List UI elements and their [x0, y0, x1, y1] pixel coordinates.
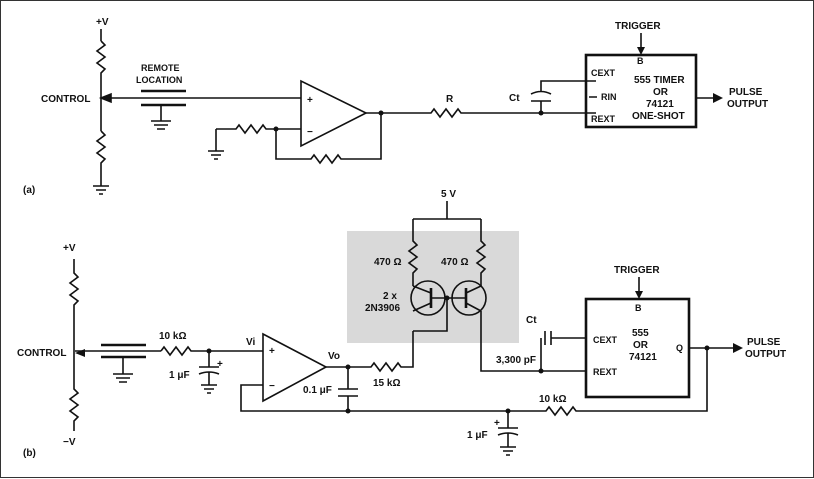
a-output-arrow	[713, 93, 723, 103]
b-timer-1: 555	[632, 328, 649, 339]
a-resistor-r	[366, 107, 586, 119]
a-wiper-arrow	[98, 92, 112, 104]
a-ct-label: Ct	[509, 93, 520, 104]
a-cable-shield	[141, 89, 186, 107]
b-transistor-1-label: 2 x	[383, 291, 397, 302]
a-output-1: PULSE	[729, 87, 763, 98]
b-transistor-leads	[412, 285, 482, 312]
a-cap-ct	[530, 80, 586, 113]
b-input-cap	[198, 351, 220, 394]
a-timer-3: 74121	[646, 99, 674, 110]
a-junction-1	[273, 126, 279, 132]
a-pot-ground	[93, 185, 109, 195]
b-output-resistor	[326, 331, 414, 373]
a-remote-1: REMOTE	[141, 63, 180, 73]
b-trigger-label: TRIGGER	[614, 265, 660, 276]
b-5v-label: 5 V	[441, 189, 456, 200]
b-ct-label: Ct	[526, 315, 537, 326]
b-trigger-pin: B	[635, 303, 642, 313]
b-c-feedback-label: 1 μF	[467, 430, 488, 441]
a-pin-rext: REXT	[591, 114, 616, 124]
a-opamp	[300, 79, 368, 148]
a-panel-label: (a)	[23, 185, 35, 196]
a-timer-pins	[587, 80, 597, 114]
b-opamp-plus: +	[269, 346, 275, 357]
a-pin-cext: CEXT	[591, 68, 616, 78]
b-vo-label: Vo	[328, 351, 340, 362]
b-output-arrow	[733, 343, 743, 353]
a-trigger-label: TRIGGER	[615, 21, 661, 32]
b-junction-fb	[345, 408, 351, 414]
b-control-label: CONTROL	[17, 348, 66, 359]
b-opamp	[262, 332, 328, 403]
b-cap-ct	[540, 331, 586, 371]
a-trigger-arrow	[637, 47, 645, 55]
b-timer-3: 74121	[629, 352, 657, 363]
circuit-b: +V −V CONTROL 10 kΩ 1 μF + Vi + − Vo 15 …	[17, 189, 786, 459]
b-pin-cext: CEXT	[593, 335, 618, 345]
a-pot-upper	[95, 29, 107, 96]
b-pin-rext: REXT	[593, 367, 618, 377]
b-feedback-resistor	[501, 348, 708, 417]
b-panel-label: (b)	[23, 448, 36, 459]
b-pot-lower	[68, 353, 80, 431]
b-feedback-wire	[240, 384, 501, 412]
a-timer-2: OR	[653, 87, 669, 98]
b-junction-base	[444, 295, 450, 301]
b-r-output-label: 15 kΩ	[373, 378, 400, 389]
a-pot-lower	[95, 96, 107, 186]
b-c-output-label: 0.1 μF	[303, 385, 332, 396]
b-ct-value: 3,300 pF	[496, 355, 536, 366]
a-control-label: CONTROL	[41, 94, 90, 105]
b-supply-neg: −V	[63, 437, 76, 448]
b-output-2: OUTPUT	[745, 349, 786, 360]
a-remote-2: LOCATION	[136, 75, 182, 85]
a-supply-label: +V	[96, 17, 109, 28]
b-trigger-arrow	[635, 291, 643, 299]
b-c-input-label: 1 μF	[169, 370, 190, 381]
b-pot-upper	[68, 259, 80, 353]
b-r-input-label: 10 kΩ	[159, 331, 186, 342]
b-470-resistors	[407, 201, 487, 286]
a-input-resistor	[216, 123, 301, 135]
b-c-feedback-plus: +	[494, 418, 500, 429]
b-shaded-region	[347, 231, 519, 343]
a-opamp-plus: +	[307, 95, 313, 106]
b-transistor-wires	[413, 298, 586, 372]
b-r-right-label: 470 Ω	[441, 257, 468, 268]
a-feedback-resistor	[275, 113, 382, 165]
b-r-feedback-label: 10 kΩ	[539, 394, 566, 405]
b-opamp-minus: −	[269, 381, 275, 392]
a-r-label: R	[446, 94, 454, 105]
a-cable-ground	[151, 105, 171, 130]
b-output-cap	[338, 367, 358, 411]
b-pin-q: Q	[676, 343, 683, 353]
b-vi-label: Vi	[246, 337, 255, 348]
b-cable-ground	[113, 357, 133, 383]
a-output-2: OUTPUT	[727, 99, 768, 110]
a-pin-rin: RIN	[601, 92, 617, 102]
b-transistor-2-label: 2N3906	[365, 303, 400, 314]
b-input-resistor	[160, 345, 263, 357]
b-supply-pos: +V	[63, 243, 76, 254]
b-feedback-cap	[497, 411, 519, 456]
a-trigger-pin: B	[637, 56, 644, 66]
a-input-ground	[208, 129, 224, 160]
b-r-left-label: 470 Ω	[374, 257, 401, 268]
a-opamp-minus: −	[307, 127, 313, 138]
a-timer-4: ONE-SHOT	[632, 111, 685, 122]
b-timer-2: OR	[633, 340, 649, 351]
circuit-a: +V CONTROL REMOTE LOCATION + − R Ct CEXT	[23, 17, 768, 196]
b-junction-ct	[538, 368, 544, 374]
b-c-input-plus: +	[217, 359, 223, 370]
b-output-1: PULSE	[747, 337, 781, 348]
a-timer-1: 555 TIMER	[634, 75, 685, 86]
